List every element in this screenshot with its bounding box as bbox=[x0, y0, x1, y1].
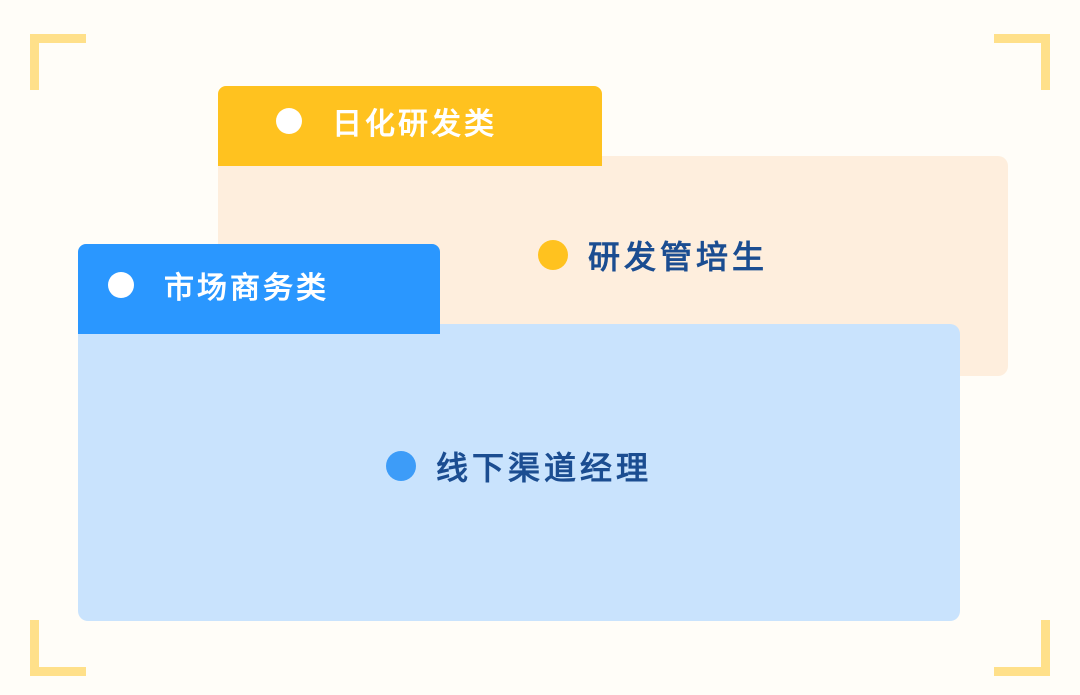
corner-bracket-bottom-right bbox=[994, 620, 1050, 676]
category-tab-marketing: 市场商务类 bbox=[78, 244, 440, 334]
category-item: 研发管培生 bbox=[537, 232, 768, 278]
bullet-dot-icon bbox=[537, 240, 568, 270]
category-tab-label: 市场商务类 bbox=[164, 271, 329, 306]
category-tab-label: 日化研发类 bbox=[332, 107, 497, 142]
bullet-dot-icon bbox=[276, 108, 302, 134]
category-item-label: 研发管培生 bbox=[587, 238, 768, 276]
category-item-label: 线下渠道经理 bbox=[435, 448, 652, 487]
bullet-dot-icon bbox=[108, 272, 134, 298]
category-item: 线下渠道经理 bbox=[385, 443, 652, 489]
bullet-dot-icon bbox=[385, 450, 416, 481]
category-panel-marketing: 线下渠道经理 bbox=[78, 324, 960, 621]
corner-bracket-top-left bbox=[30, 34, 86, 90]
corner-bracket-bottom-left bbox=[30, 620, 86, 676]
category-tab-rd: 日化研发类 bbox=[218, 86, 602, 166]
corner-bracket-top-right bbox=[994, 34, 1050, 90]
